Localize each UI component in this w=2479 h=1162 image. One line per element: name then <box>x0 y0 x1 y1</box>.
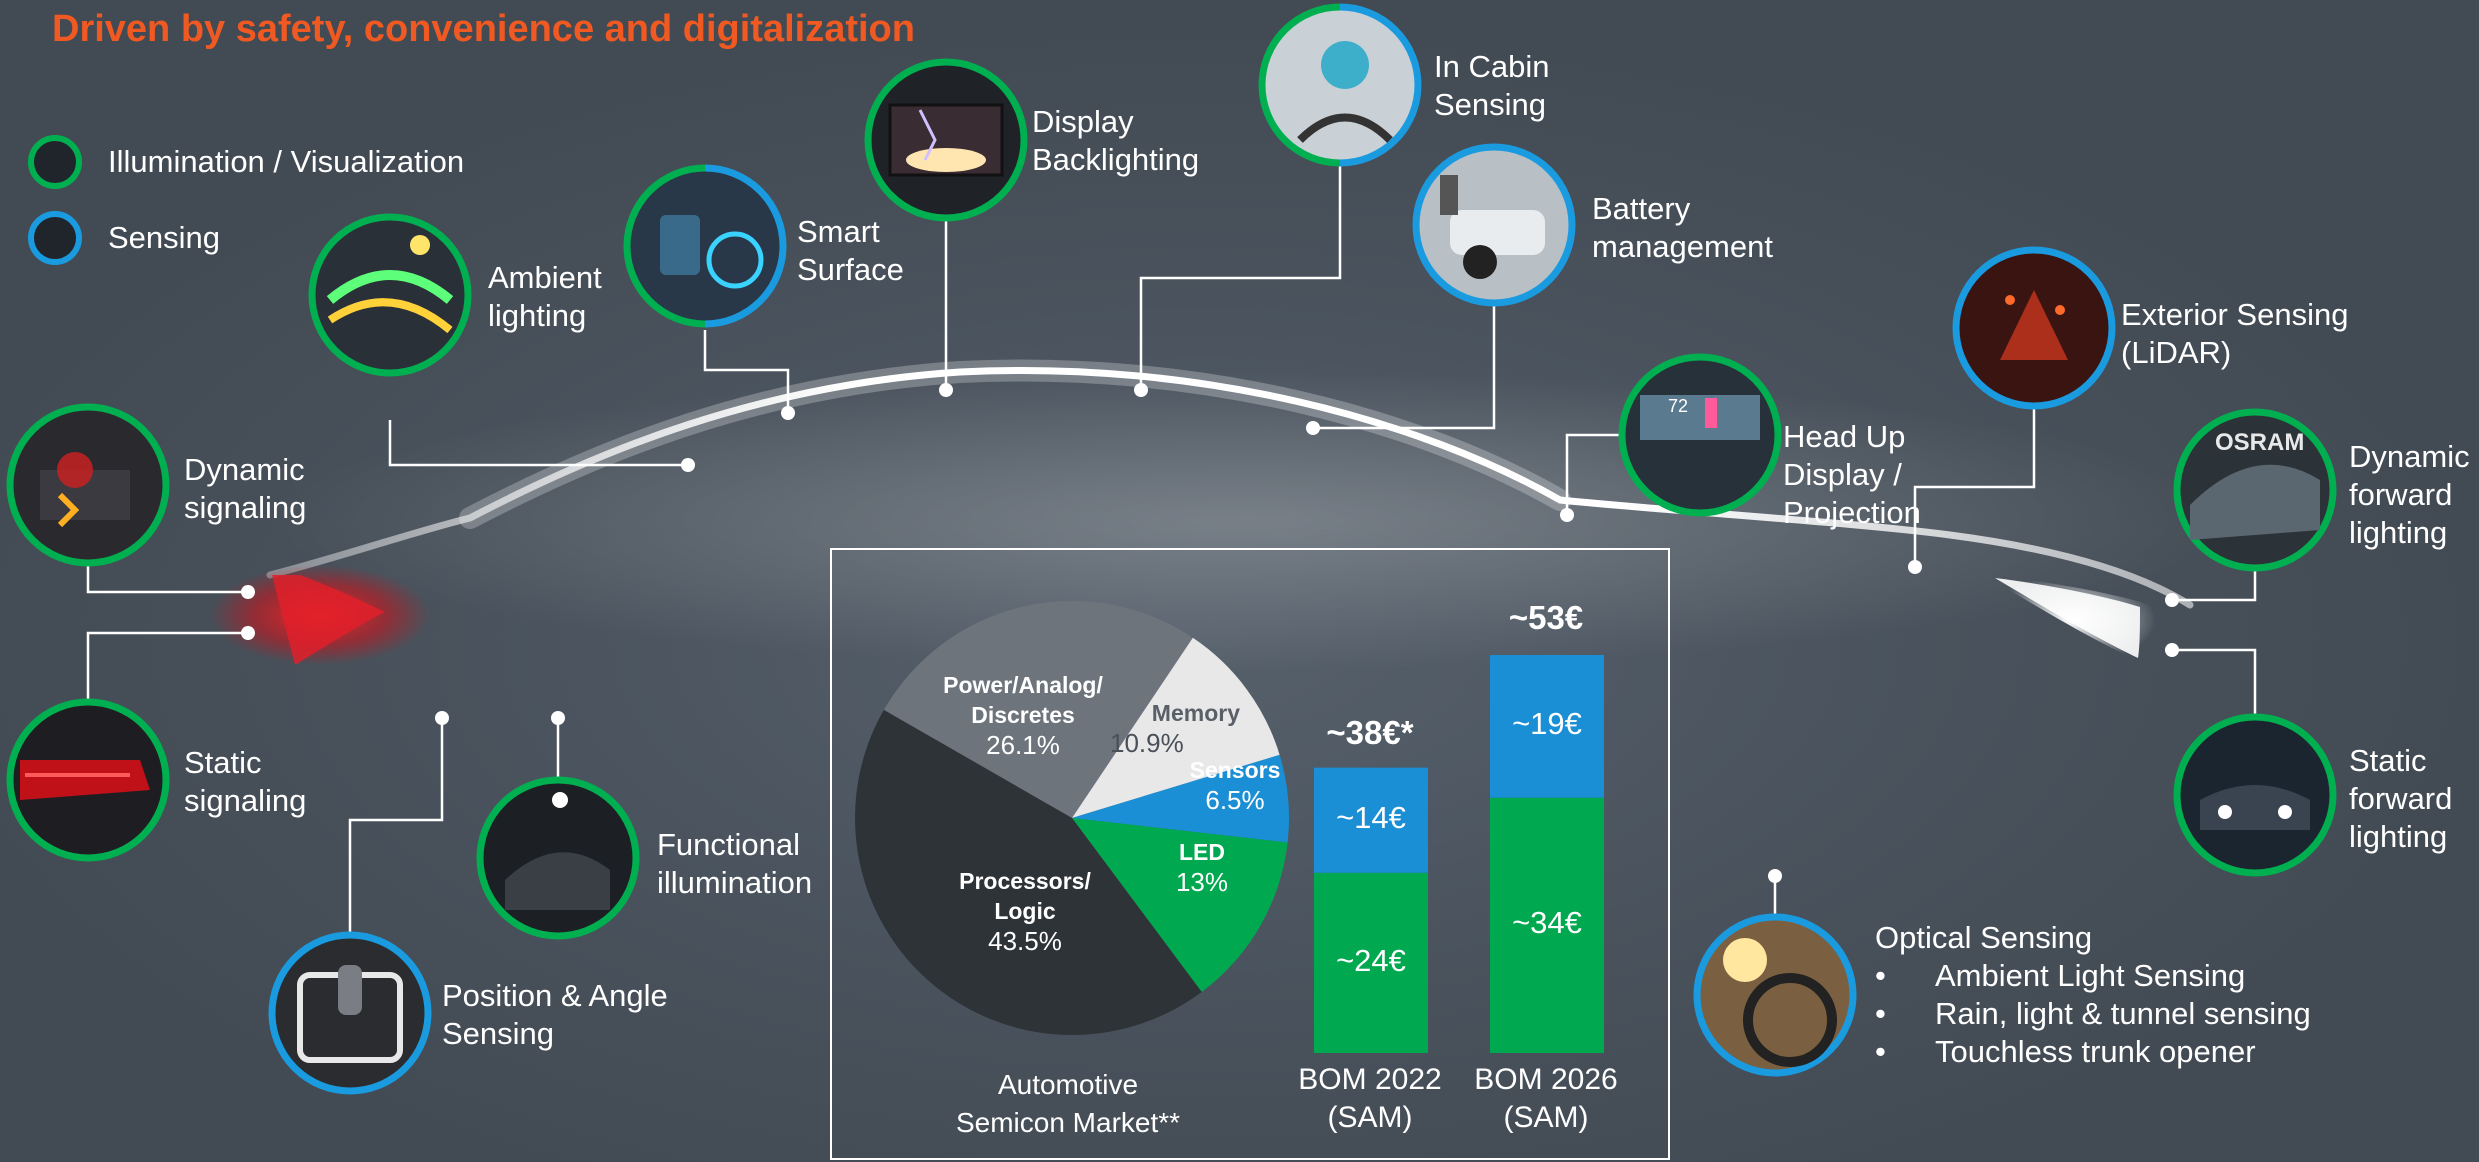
lidar-icon <box>1952 246 2116 410</box>
label-optical-sensing: Optical Sensing <box>1875 920 2093 955</box>
smart-surface-icon <box>623 164 787 328</box>
legend-sensing-marker <box>28 211 82 265</box>
car-roofline <box>266 366 2194 609</box>
page-title: Driven by safety, convenience and digita… <box>52 8 915 50</box>
gear-shift-icon <box>268 931 432 1095</box>
legend-sensing: Sensing <box>28 211 220 265</box>
bullet: • <box>1875 958 1886 993</box>
pie-label-value: 10.9% <box>1110 728 1184 758</box>
pie-slice-memory <box>1072 637 1280 818</box>
car-roofline-highlight <box>459 359 1571 529</box>
bar-segment-label-2026-green: ~34€ <box>1512 905 1582 941</box>
pie-label-value: 43.5% <box>988 926 1062 956</box>
bullet: • <box>1875 996 1886 1031</box>
pie-label-processors: Processors/ Logic 43.5% <box>945 866 1105 956</box>
svg-text:OSRAM: OSRAM <box>2215 429 2304 456</box>
pie-label-name: Logic <box>994 898 1056 924</box>
connector-lines <box>86 150 2257 965</box>
dynamic-forward-lighting-icon: OSRAM <box>2173 408 2337 572</box>
bar-segment-label-2022-green: ~24€ <box>1336 942 1406 978</box>
connector-endpoints <box>241 383 2179 883</box>
bar-segment-0-1 <box>1314 767 1428 873</box>
ambient-lighting-icon <box>308 213 472 377</box>
static-signaling-icon <box>6 698 170 862</box>
pie-label-name: Processors/ <box>959 868 1091 894</box>
bar-category-2026: BOM 2026(SAM) <box>1474 1063 1618 1134</box>
pie-slice-power-analog-discretes <box>883 600 1193 818</box>
pie-label-memory: Memory 10.9% <box>1110 698 1250 758</box>
bar-segment-1-1 <box>1490 655 1604 798</box>
in-cabin-sensing-icon <box>1258 3 1422 167</box>
pie-slice-led <box>1072 818 1288 992</box>
pie-label-led: LED 13% <box>1157 837 1247 897</box>
pie-label-name: Discretes <box>971 702 1075 728</box>
market-panel <box>830 548 1670 1160</box>
list-item-text: Touchless trunk opener <box>1935 1034 2256 1069</box>
list-item-text: Ambient Light Sensing <box>1935 958 2246 993</box>
bar-category-2022: BOM 2022(SAM) <box>1298 1063 1442 1134</box>
bar-segment-1-0 <box>1490 797 1604 1053</box>
svg-text:72: 72 <box>1668 396 1688 416</box>
legend-illumination-marker <box>28 135 82 189</box>
pie-label-sensors: Sensors 6.5% <box>1180 755 1290 815</box>
pie-label-name: LED <box>1179 839 1225 865</box>
legend-sensing-label: Sensing <box>108 220 221 255</box>
legend-illumination: Illumination / Visualization <box>28 135 464 189</box>
display-backlighting-icon <box>864 58 1028 222</box>
pie-label-name: Memory <box>1151 700 1240 726</box>
list-item: • Ambient Light Sensing <box>1875 957 2311 995</box>
list-item: • Rain, light & tunnel sensing <box>1875 995 2311 1033</box>
legend-illumination-label: Illumination / Visualization <box>108 144 465 179</box>
bar-total-2026: ~53€ <box>1508 599 1584 636</box>
pie-slice-sensors <box>1072 754 1289 843</box>
pie-label-value: 6.5% <box>1205 785 1265 815</box>
optical-sensing-list: • Ambient Light Sensing • Rain, light & tu… <box>1875 957 2311 1071</box>
bullet: • <box>1875 1034 1886 1069</box>
list-item: • Touchless trunk opener <box>1875 1033 2311 1071</box>
bar-total-2022: ~38€* <box>1326 714 1414 751</box>
bar-segment-label-2026-blue: ~19€ <box>1512 706 1582 742</box>
optical-sensing-icon <box>1693 913 1857 1077</box>
pie-label-value: 26.1% <box>986 730 1060 760</box>
label-exterior-sensing: Exterior Sensing(LiDAR) <box>2121 297 2349 370</box>
list-item-text: Rain, light & tunnel sensing <box>1935 996 2311 1031</box>
dynamic-signaling-icon <box>6 403 170 567</box>
headlight-core <box>1995 578 2140 658</box>
pie-slice-processors-logic <box>855 709 1202 1035</box>
pie-label-name: Sensors <box>1189 757 1281 783</box>
functional-illumination-icon <box>476 776 640 940</box>
bar-segment-label-2022-blue: ~14€ <box>1336 800 1406 836</box>
battery-management-icon <box>1412 143 1576 307</box>
taillight <box>272 575 385 665</box>
head-up-display-icon: 72 <box>1618 353 1782 517</box>
pie-label-name: Power/Analog/ <box>943 672 1103 698</box>
pie-label-value: 13% <box>1175 867 1229 897</box>
static-forward-lighting-icon <box>2173 713 2337 877</box>
bar-segment-0-0 <box>1314 872 1428 1053</box>
pie-label-power-analog: Power/Analog/ Discretes 26.1% <box>935 670 1111 760</box>
